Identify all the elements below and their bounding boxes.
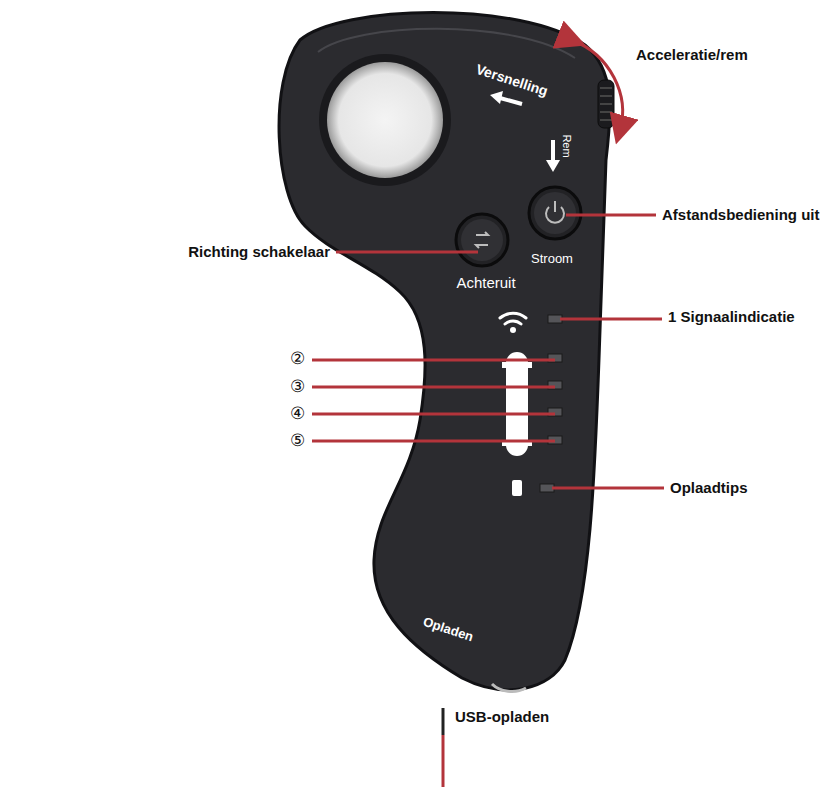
button-label: Stroom (531, 252, 573, 267)
callout-number: ⑤ (290, 431, 305, 451)
callout-label: Acceleratie/rem (636, 46, 748, 63)
callout-label: Afstandsbediening uit (662, 206, 820, 223)
callout-label: 1 Signaalindicatie (668, 308, 795, 325)
button-label: Achteruit (456, 274, 515, 291)
callout-label: Richting schakelaar (188, 243, 330, 260)
callout-number: ④ (290, 404, 305, 424)
callout-label: USB-opladen (455, 708, 549, 725)
callout-number: ③ (290, 377, 305, 397)
callout-number: ② (290, 349, 305, 369)
part-label: Rem (561, 134, 574, 157)
callout-label: Oplaadtips (670, 479, 748, 496)
